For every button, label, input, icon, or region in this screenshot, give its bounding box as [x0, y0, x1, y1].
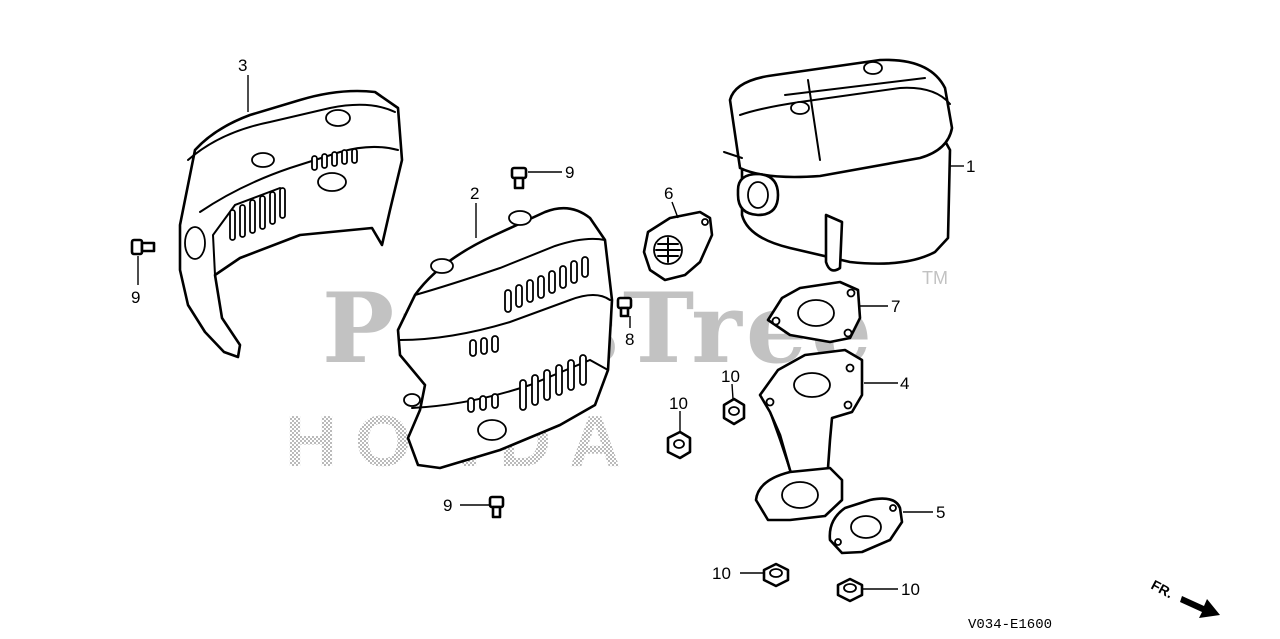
callout-2: 2	[470, 184, 479, 203]
nut-10-d	[836, 577, 864, 603]
callout-3: 3	[238, 56, 247, 75]
nut-10-b	[722, 397, 746, 426]
nut-10-c	[762, 562, 790, 588]
callout-labels: 3 2 1 4 5 6 7 8 9 9 9 10 10 10 10	[131, 56, 975, 599]
front-direction-marker: FR.	[1149, 577, 1220, 618]
diagram-code: V034-E1600	[968, 617, 1052, 633]
callout-8: 8	[625, 330, 634, 349]
front-arrow-icon	[1180, 596, 1220, 618]
bolt-9-left	[130, 238, 156, 256]
callout-10-c: 10	[712, 564, 731, 583]
muffler-part	[723, 58, 954, 272]
outer-protector-part	[178, 89, 404, 359]
muffler-gasket-part	[766, 280, 862, 344]
screw-8	[616, 296, 633, 318]
leader-lines	[137, 75, 964, 590]
callout-10-d: 10	[901, 580, 920, 599]
callout-7: 7	[891, 297, 900, 316]
callout-10-b: 10	[721, 367, 740, 386]
callout-9-bottom: 9	[443, 496, 452, 515]
muffler-protector-vents	[467, 256, 589, 413]
nut-10-a	[666, 430, 692, 460]
exhaust-pipe-part	[754, 348, 864, 522]
callout-5: 5	[936, 503, 945, 522]
callout-9-top: 9	[565, 163, 574, 182]
bolt-9-bottom	[488, 495, 505, 519]
callout-6: 6	[664, 184, 673, 203]
bolt-9-top	[510, 166, 528, 190]
fr-label: FR.	[1149, 577, 1176, 602]
pipe-gasket-part	[828, 497, 904, 555]
outer-protector-vents	[229, 148, 358, 241]
callout-4: 4	[900, 374, 909, 393]
spark-arrester-part	[642, 210, 714, 282]
callout-10-a: 10	[669, 394, 688, 413]
trademark-text: TM	[922, 268, 948, 288]
muffler-protector-part	[396, 206, 614, 470]
callout-1: 1	[966, 157, 975, 176]
callout-9-left: 9	[131, 288, 140, 307]
